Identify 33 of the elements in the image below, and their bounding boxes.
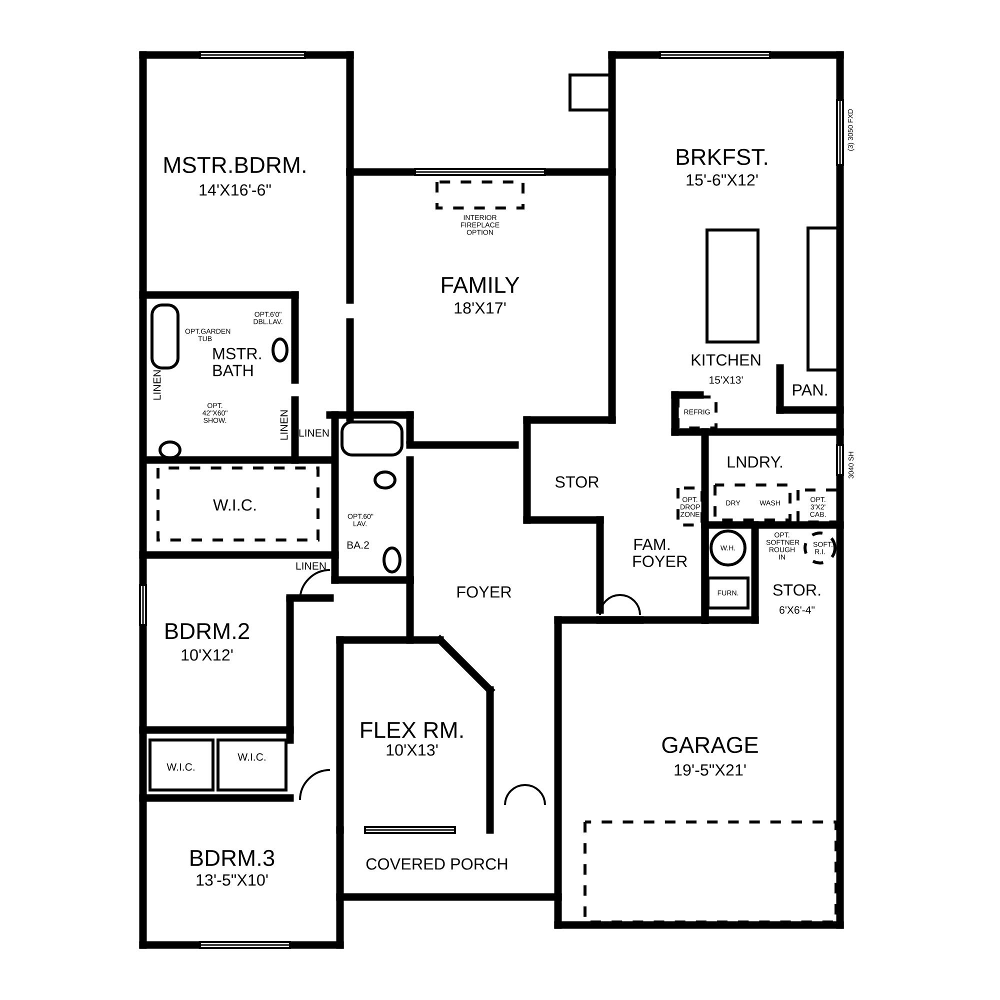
room-label: W.I.C.: [213, 499, 256, 511]
room-label: 15'-6"X12': [686, 174, 758, 186]
room-label: 19'-5"X21': [674, 764, 746, 776]
room-label: 18'X17': [454, 302, 506, 314]
room-label: LINEN: [296, 562, 326, 570]
room-label: 10'X13': [386, 744, 438, 756]
room-label: STOR.: [773, 584, 820, 596]
room-label: BRKFST.: [676, 148, 767, 166]
room-label: BDRM.2: [166, 623, 249, 639]
room-label: 6'X6'-4": [780, 606, 815, 614]
room-label: LINEN: [299, 429, 329, 437]
room-label: FAM. FOYER: [633, 538, 687, 568]
room-label: FLEX RM.: [361, 722, 463, 738]
room-label: BDRM.3: [190, 850, 274, 866]
room-label: 15'X13': [710, 376, 743, 384]
room-label: STOR: [555, 476, 599, 488]
room-label: FOYER: [458, 586, 512, 598]
room-label: COVERED PORCH: [366, 858, 508, 870]
room-label: 13'-5"X10': [196, 874, 268, 886]
room-label: PAN.: [793, 384, 827, 396]
room-label: GARAGE: [662, 736, 758, 754]
room-label: 10'X12': [182, 649, 233, 661]
room-label: 14'X16'-6": [200, 184, 271, 196]
room-label: FAMILY: [442, 277, 520, 293]
room-label: MSTR.BDRM.: [164, 156, 306, 174]
room-label: LNDRY.: [728, 456, 782, 468]
room-label: LINEN: [280, 410, 288, 440]
room-label: BA.2: [347, 541, 369, 549]
room-label: KITCHEN: [692, 354, 760, 366]
room-label: MSTR. BATH: [213, 348, 261, 376]
room-label: LINEN: [153, 370, 161, 400]
room-label: W.I.C.: [238, 753, 266, 761]
room-label: W.I.C.: [166, 763, 194, 771]
